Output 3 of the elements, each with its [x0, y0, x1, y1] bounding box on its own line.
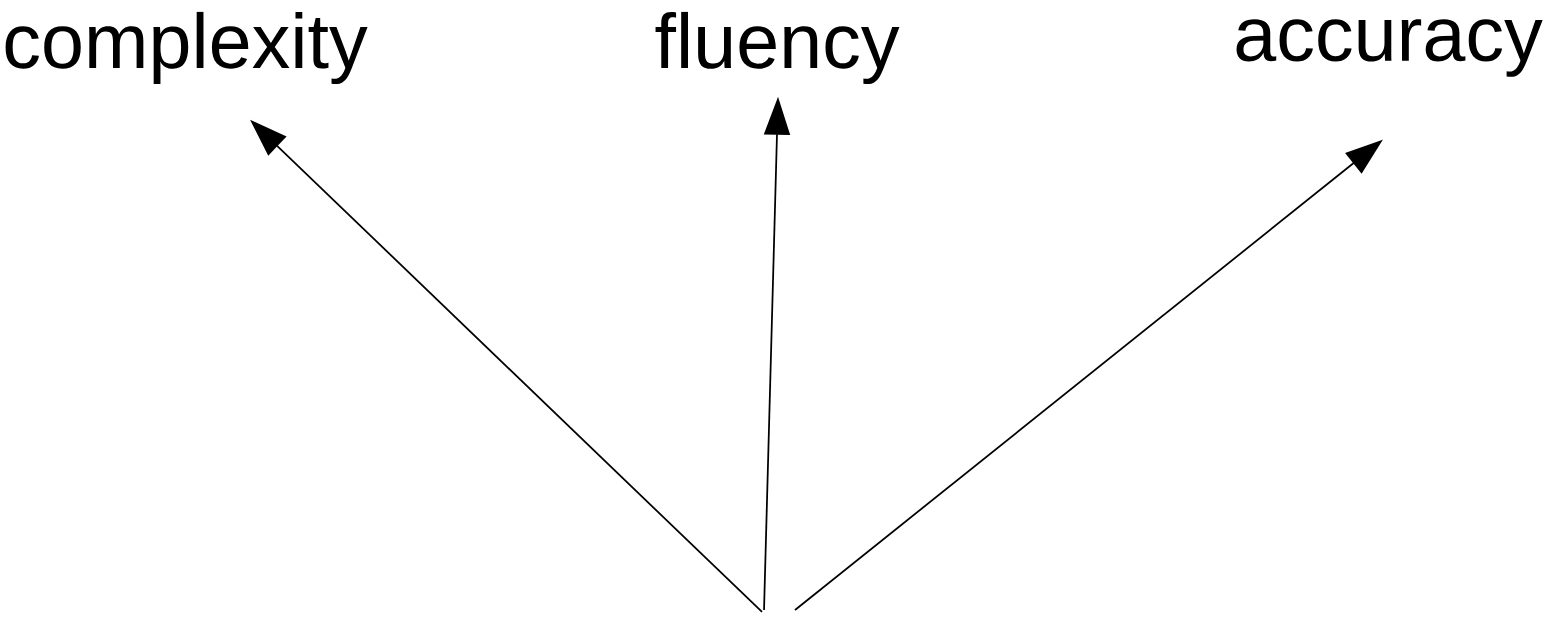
word-label: complexity	[5, 11, 368, 85]
word-label: accuracy	[1236, 19, 1543, 77]
word-label: fluency	[655, 11, 900, 85]
